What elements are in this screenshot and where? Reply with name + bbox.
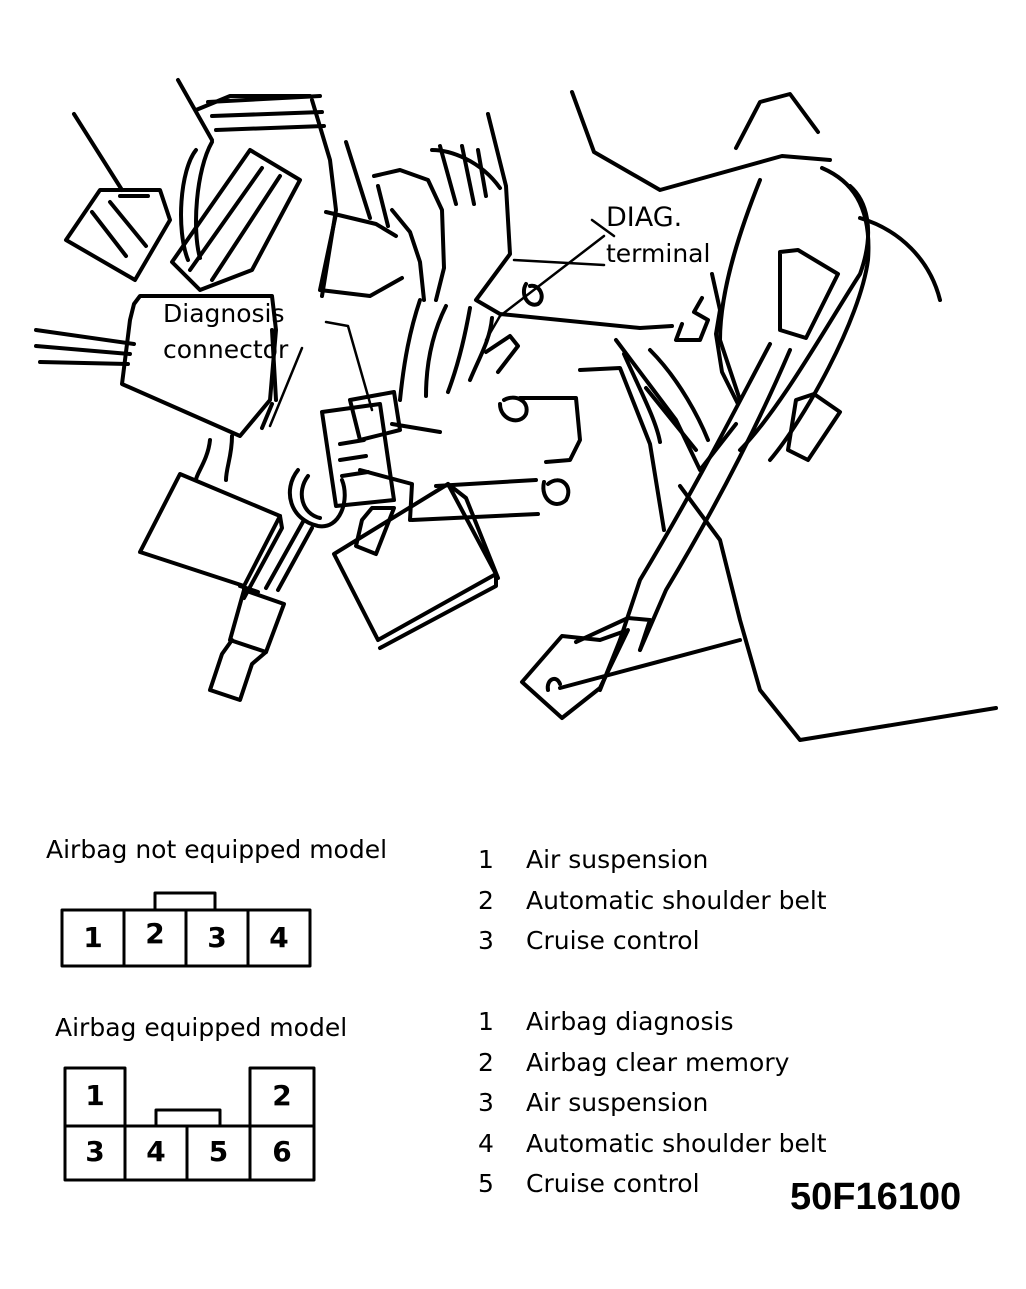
figure-code: 50F16100: [790, 1176, 962, 1218]
diag-terminal-callout: DIAG. terminal: [606, 200, 710, 272]
pin-label: 4: [269, 921, 289, 954]
diag-terminal-label-line1: DIAG.: [606, 202, 683, 233]
pin-label: 6: [272, 1135, 292, 1168]
model-heading-not-equipped: Airbag not equipped model: [46, 835, 388, 864]
pin-label: 2: [145, 917, 165, 950]
mounting-bracket: [410, 282, 666, 532]
callout-leaders: [268, 218, 616, 428]
junction-box: [332, 482, 500, 650]
upper-left-connectors: [64, 78, 338, 298]
diagnosis-connector-label-line2: connector: [163, 335, 289, 364]
model-heading-equipped: Airbag equipped model: [55, 1013, 348, 1042]
diagnosis-connector-label-line1: Diagnosis: [163, 299, 285, 328]
connector-diagram-not-equipped: [60, 891, 312, 968]
pin-label: 5: [208, 1135, 229, 1168]
instrument-panel-frame: [474, 90, 998, 742]
pin-label: 1: [85, 1079, 105, 1112]
pin-label: 3: [207, 921, 227, 954]
diagnosis-connector-callout: Diagnosis connector: [163, 296, 288, 368]
diag-terminal-label-line2: terminal: [606, 239, 711, 268]
connector-diagram-equipped: [63, 1066, 316, 1182]
pin-label: 2: [272, 1079, 292, 1112]
pin-label: 1: [83, 921, 103, 954]
lower-left-block: [138, 472, 314, 702]
center-harness: [287, 140, 520, 556]
pin-label: 3: [85, 1135, 105, 1168]
pin-label: 4: [146, 1135, 166, 1168]
diagnosis-module: [34, 294, 278, 482]
